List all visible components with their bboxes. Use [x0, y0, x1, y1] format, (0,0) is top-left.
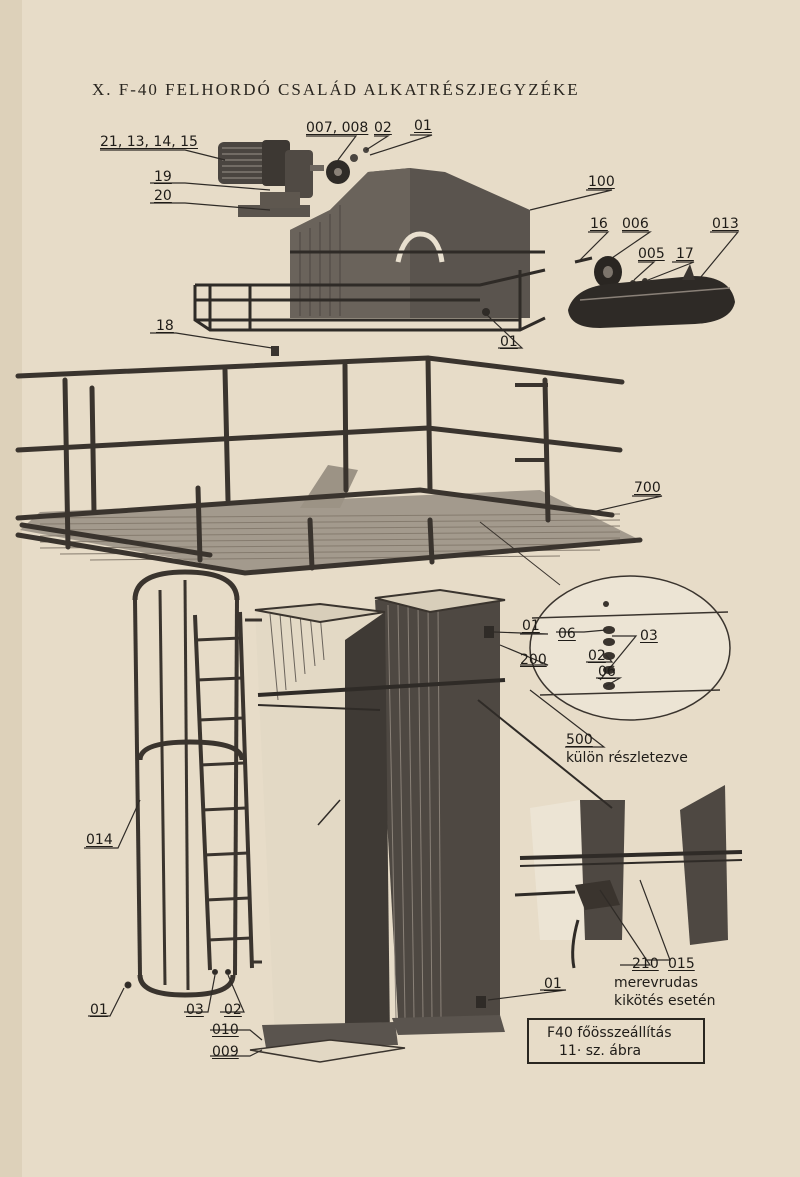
service-platform	[15, 355, 643, 576]
label-top-02: 02	[374, 120, 392, 136]
label-005: 005	[638, 246, 665, 262]
bracing-detail	[477, 699, 743, 969]
label-head-100: 100	[588, 174, 615, 190]
label-ladder-02: 02	[224, 1002, 242, 1018]
label-detail-06b: 06	[598, 664, 616, 680]
label-head-01: 01	[500, 334, 518, 350]
label-17: 17	[676, 246, 694, 262]
label-20: 20	[154, 188, 172, 204]
fastener-detail-view	[479, 521, 731, 721]
label-006: 006	[622, 216, 649, 232]
label-brace-note-1: merevrudas	[614, 975, 698, 991]
label-detail-02: 02	[588, 648, 606, 664]
label-detail-03: 03	[640, 628, 658, 644]
label-brace-note-2: kikötés esetén	[614, 993, 716, 1009]
label-ladder-01: 01	[90, 1002, 108, 1018]
page-title: X. F-40 FELHORDÓ CSALÁD ALKATRÉSZJEGYZÉK…	[92, 80, 580, 99]
label-casing-01: 01	[522, 618, 540, 634]
cover-parts	[568, 256, 735, 328]
label-platform-700: 700	[634, 480, 661, 496]
elevator-head	[193, 168, 546, 332]
caption-line-1: F40 főösszeállítás	[547, 1025, 672, 1041]
label-bottom-01: 01	[544, 976, 562, 992]
label-210: 210	[632, 956, 659, 972]
ladder-cage	[124, 569, 262, 998]
label-cage-014: 014	[86, 832, 113, 848]
label-009: 009	[212, 1044, 239, 1060]
caption-line-2: 11· sz. ábra	[559, 1043, 642, 1059]
label-coupling: 007, 008	[306, 120, 369, 136]
label-motor-group: 21, 13, 14, 15	[100, 134, 198, 150]
paper-edge-shade	[0, 0, 22, 1177]
elevator-casings	[249, 588, 506, 1063]
label-ladder-03: 03	[186, 1002, 204, 1018]
bolt-18	[271, 346, 279, 356]
label-19: 19	[154, 169, 172, 185]
label-casing-200: 200	[520, 652, 547, 668]
label-500-note: külön részletezve	[566, 750, 688, 766]
label-010: 010	[212, 1022, 239, 1038]
leader-lines	[84, 134, 740, 1057]
label-015: 015	[668, 956, 695, 972]
label-16: 16	[590, 216, 608, 232]
label-013: 013	[712, 216, 739, 232]
figure-caption-box: F40 főösszeállítás 11· sz. ábra	[527, 1018, 705, 1064]
label-500: 500	[566, 732, 593, 748]
label-top-01: 01	[414, 118, 432, 134]
label-detail-06a: 06	[558, 626, 576, 642]
label-18: 18	[156, 318, 174, 334]
drive-motor	[218, 140, 324, 217]
